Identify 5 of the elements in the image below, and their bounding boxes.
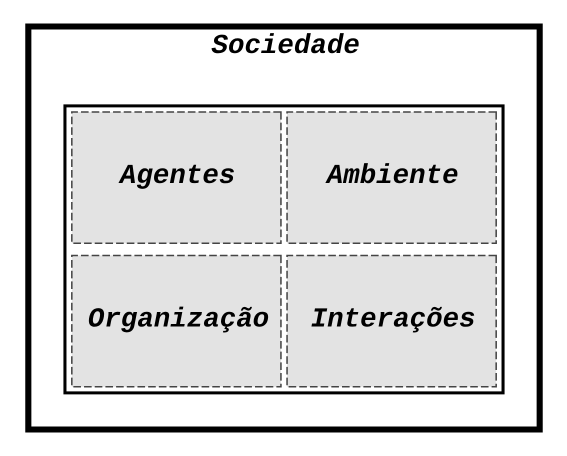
- cluster: [62, 104, 504, 394]
- node-box: Ambiente: [286, 111, 496, 244]
- node-box: Agentes: [70, 111, 282, 244]
- node-box: Organização: [70, 254, 282, 388]
- node-box: Interações: [286, 254, 496, 388]
